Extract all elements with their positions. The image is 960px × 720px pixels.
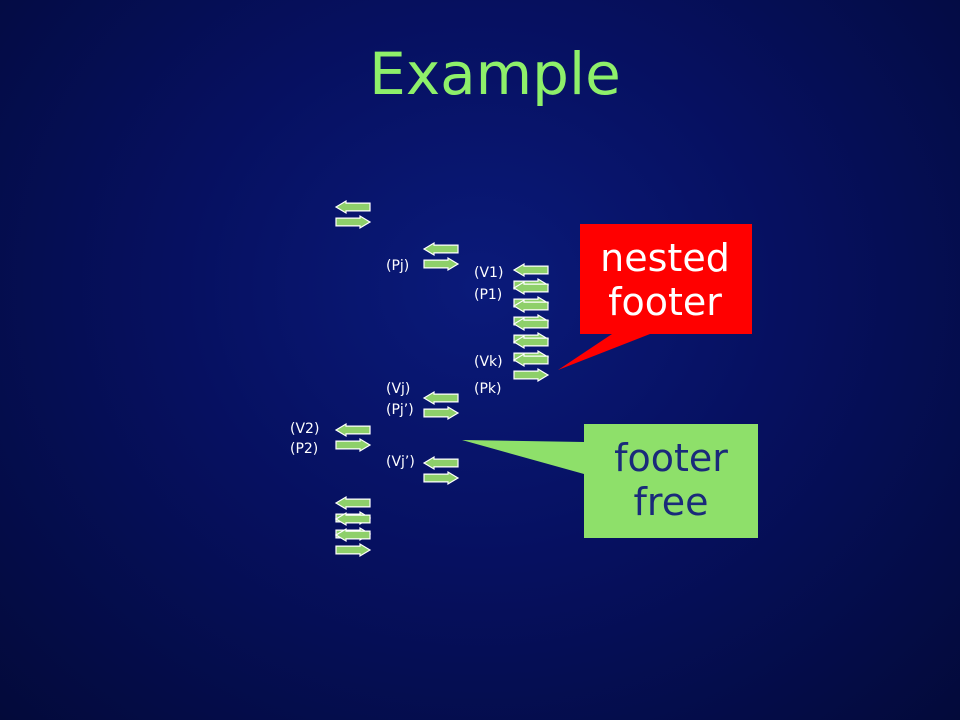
arrow-group xyxy=(334,199,550,558)
footer-free-text: footer free xyxy=(584,436,758,524)
left-arrow-icon xyxy=(334,495,371,511)
right-arrow-icon xyxy=(423,256,460,272)
nested-footer-line2: footer xyxy=(608,280,722,324)
right-arrow-icon xyxy=(335,214,372,230)
nested-footer-text: nested footer xyxy=(580,236,750,324)
right-arrow-icon xyxy=(513,367,550,383)
left-arrow-icon xyxy=(512,352,549,368)
left-arrow-icon xyxy=(334,511,371,527)
label-pj: (Pj) xyxy=(386,258,410,274)
left-arrow-icon xyxy=(422,241,459,257)
nested-footer-line1: nested xyxy=(600,236,730,280)
left-arrow-icon xyxy=(334,422,371,438)
left-arrow-icon xyxy=(512,298,549,314)
right-arrow-icon xyxy=(423,470,460,486)
label-vk: (Vk) xyxy=(474,354,503,370)
right-arrow-icon xyxy=(423,405,460,421)
label-vj: (Vj) xyxy=(386,381,411,397)
label-pj-prime: (Pj’) xyxy=(386,402,414,418)
label-vj-prime: (Vj’) xyxy=(386,454,415,470)
left-arrow-icon xyxy=(512,334,549,350)
footer-free-line1: footer xyxy=(614,436,728,480)
left-arrow-icon xyxy=(512,316,549,332)
left-arrow-icon xyxy=(512,262,549,278)
left-arrow-icon xyxy=(422,390,459,406)
label-p1: (P1) xyxy=(474,287,503,303)
right-arrow-icon xyxy=(335,542,372,558)
nested-footer-callout xyxy=(558,224,752,370)
label-p2: (P2) xyxy=(290,441,319,457)
slide-title: Example xyxy=(369,40,621,108)
left-arrow-icon xyxy=(512,280,549,296)
label-v2: (V2) xyxy=(290,421,320,437)
footer-free-callout xyxy=(462,424,758,538)
left-arrow-icon xyxy=(422,455,459,471)
footer-free-line2: free xyxy=(633,480,709,524)
label-v1: (V1) xyxy=(474,265,504,281)
left-arrow-icon xyxy=(334,199,371,215)
left-arrow-icon xyxy=(334,527,371,543)
right-arrow-icon xyxy=(335,437,372,453)
label-pk: (Pk) xyxy=(474,381,502,397)
